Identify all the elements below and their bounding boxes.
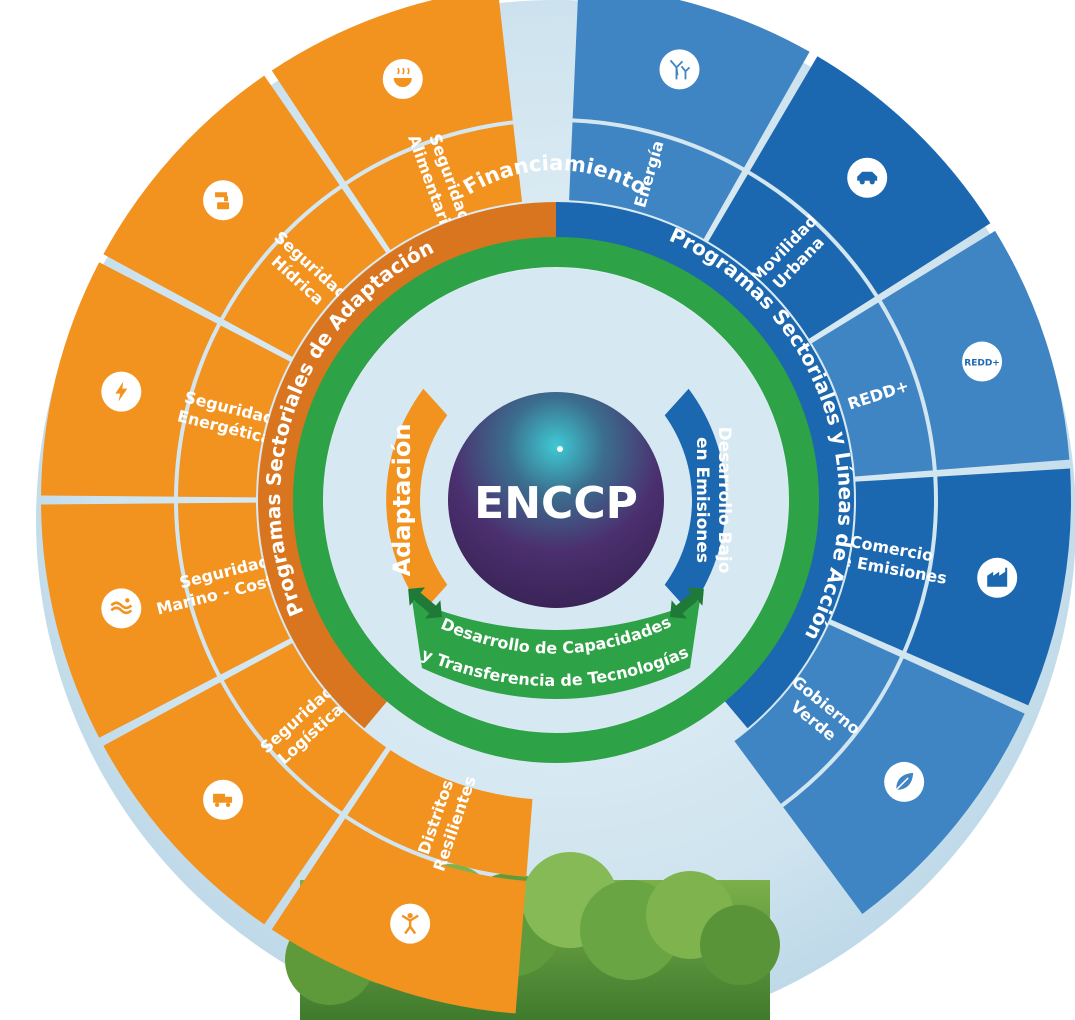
mitigation-inner-segment	[831, 476, 934, 651]
mitigation-sector-3: REDD+REDD+	[811, 230, 1070, 477]
water-tap-icon	[203, 180, 244, 221]
person-icon	[390, 903, 431, 944]
leaf-icon	[884, 761, 925, 802]
outer-segments: SeguridadAlimentariaSeguridadHídricaSegu…	[41, 0, 1071, 1014]
mitigation-programs-band	[556, 202, 854, 729]
adaptation-inner-segment	[223, 188, 387, 357]
mitigation-inner-segment	[569, 122, 743, 239]
center-title: ENCCP	[474, 478, 638, 529]
mitigation-sector-1: Energía	[569, 0, 810, 239]
low-emission-line-2: en Emisiones	[692, 437, 712, 563]
adaptation-inner-segment	[178, 325, 290, 498]
redd-plus-icon: REDD+	[962, 341, 1003, 382]
left-double-arrow-icon	[408, 587, 442, 619]
adaptation-inner-segment	[347, 124, 523, 250]
low-emission-arc	[664, 388, 726, 612]
mitigation-inner-segment	[708, 174, 875, 339]
low-emission-line-1: Desarrollo Bajo	[714, 427, 734, 574]
adaptation-programs-band	[258, 202, 556, 729]
capacity-building-arc	[412, 600, 700, 699]
wind-turbine-icon	[659, 49, 700, 90]
center-highlight	[557, 446, 563, 452]
adaptation-inner-segment	[223, 643, 387, 812]
svg-text:REDD+: REDD+	[964, 359, 1000, 369]
factory-icon	[977, 557, 1018, 598]
bowl-icon	[382, 59, 423, 100]
low-emission-text: Desarrollo Bajo en Emisiones	[692, 427, 734, 574]
wave-swimmer-icon	[101, 588, 142, 629]
right-double-arrow-icon	[670, 587, 704, 619]
car-icon	[847, 157, 888, 198]
adaptation-inner-segment	[347, 750, 533, 877]
lightning-icon	[101, 371, 142, 412]
adaptation-label: Adaptación	[388, 424, 416, 577]
financing-ring	[293, 237, 819, 763]
adaptation-inner-segment	[178, 502, 290, 675]
center-circle	[448, 392, 664, 608]
mitigation-inner-segment	[811, 302, 933, 477]
adaptation-arc	[386, 388, 448, 612]
mitigation-inner-segment	[734, 624, 900, 804]
truck-icon	[203, 779, 244, 820]
